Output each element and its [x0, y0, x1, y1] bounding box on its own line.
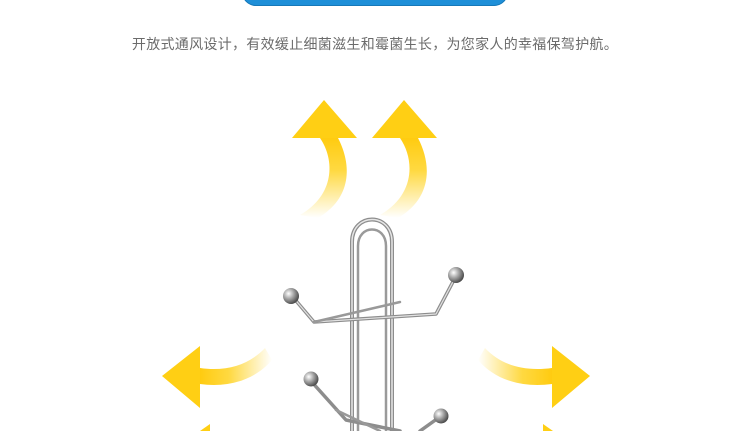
- description-text: 开放式通风设计，有效缓止细菌滋生和霉菌生长，为您家人的幸福保驾护航。: [131, 37, 619, 53]
- rack-knob: [303, 371, 319, 387]
- rack-knob: [433, 408, 449, 424]
- airflow-arrow-icon: [162, 346, 272, 408]
- airflow-arrow-icon: [292, 100, 357, 218]
- airflow-arrow-icon: [372, 100, 437, 218]
- airflow-arrow-icon: [543, 424, 553, 431]
- chrome-rack-illustration: [290, 217, 458, 431]
- title-banner: [242, 0, 508, 6]
- airflow-arrow-icon: [200, 424, 210, 431]
- rack-knob: [448, 267, 464, 283]
- rack-knob: [283, 288, 299, 304]
- airflow-arrow-icon: [478, 346, 590, 408]
